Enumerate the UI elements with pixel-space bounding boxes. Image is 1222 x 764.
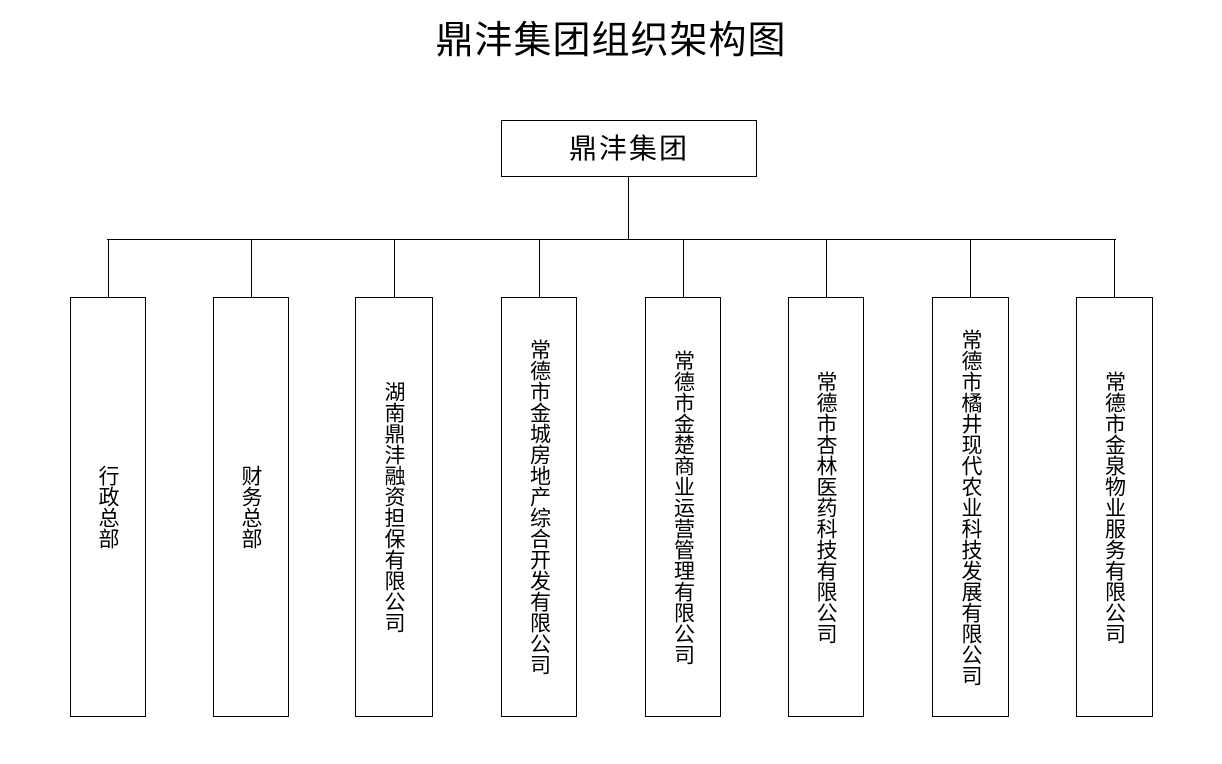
org-node-child-3-label: 湖南鼎沣融资担保有限公司 [382, 381, 406, 633]
connector-drop-line-7 [970, 239, 971, 297]
org-node-root[interactable]: 鼎沣集团 [501, 120, 757, 177]
org-node-child-5-label: 常德市金楚商业运营管理有限公司 [671, 349, 696, 665]
org-node-child-5[interactable]: 常德市金楚商业运营管理有限公司 [645, 297, 721, 717]
org-node-child-6[interactable]: 常德市杏林医药科技有限公司 [788, 297, 864, 717]
connector-drop-line-2 [251, 239, 252, 297]
org-node-child-8[interactable]: 常德市金泉物业服务有限公司 [1076, 297, 1153, 717]
connector-drop-line-8 [1114, 239, 1115, 297]
org-node-child-6-label: 常德市杏林医药科技有限公司 [814, 370, 838, 644]
org-node-root-label: 鼎沣集团 [568, 131, 689, 165]
connector-drop-line-3 [394, 239, 395, 297]
connector-drop-line-4 [539, 239, 540, 297]
connector-drop-line-5 [683, 239, 684, 297]
org-node-child-2-label: 财务总部 [239, 465, 263, 549]
org-node-child-7-label: 常德市橘井现代农业科技发展有限公司 [959, 328, 983, 686]
connector-bus-line [107, 239, 1116, 240]
org-node-child-3[interactable]: 湖南鼎沣融资担保有限公司 [355, 297, 433, 717]
connector-drop-line-1 [108, 239, 109, 297]
org-node-child-8-label: 常德市金泉物业服务有限公司 [1102, 370, 1127, 644]
org-node-child-4[interactable]: 常德市金城房地产综合开发有限公司 [501, 297, 577, 717]
page-title: 鼎沣集团组织架构图 [435, 18, 787, 62]
org-node-child-1[interactable]: 行政总部 [70, 297, 146, 717]
org-node-child-4-label: 常德市金城房地产综合开发有限公司 [527, 339, 552, 675]
connector-trunk-line [628, 177, 629, 239]
org-node-child-7[interactable]: 常德市橘井现代农业科技发展有限公司 [932, 297, 1009, 717]
connector-drop-line-6 [826, 239, 827, 297]
org-node-child-1-label: 行政总部 [96, 465, 120, 549]
org-node-child-2[interactable]: 财务总部 [213, 297, 289, 717]
